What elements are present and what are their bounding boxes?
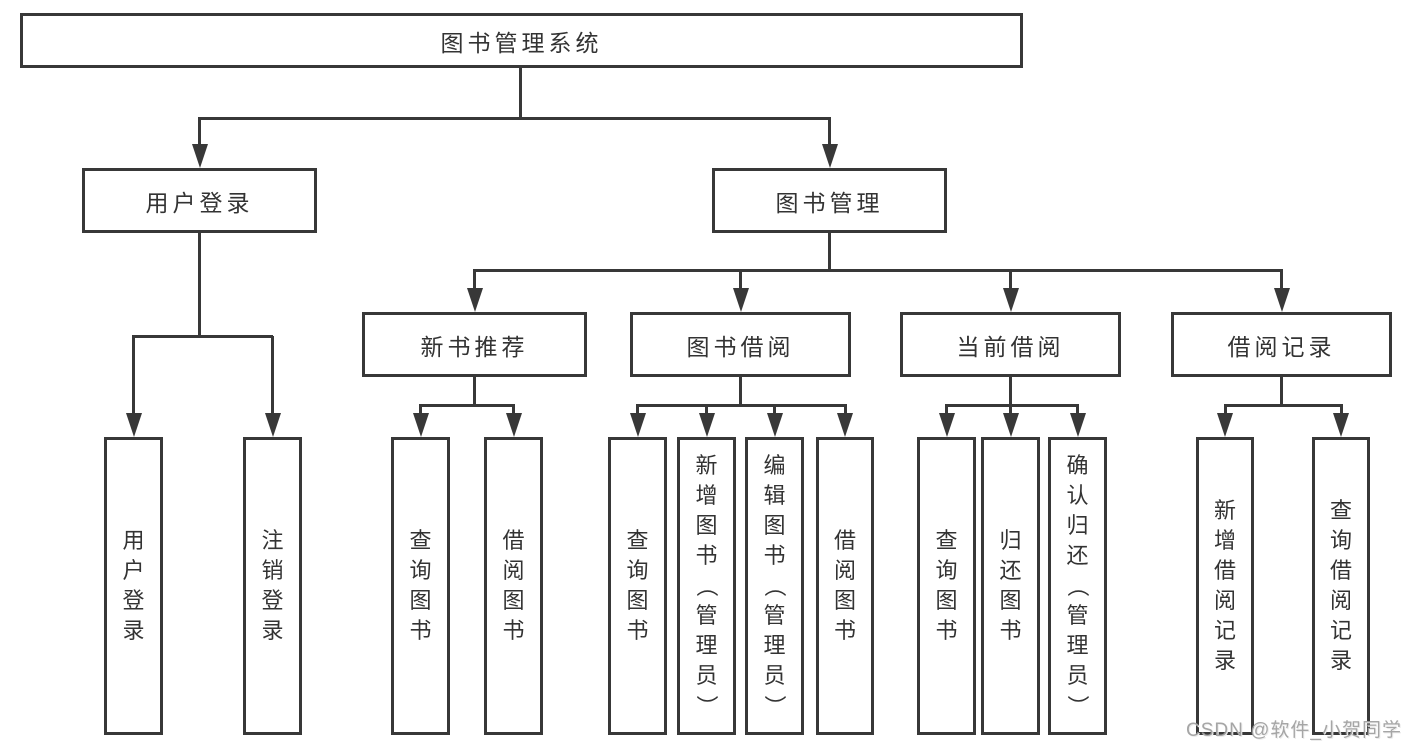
arrow-down-icon bbox=[733, 288, 749, 312]
leaf-borrow-books: 借阅图书 bbox=[816, 437, 874, 735]
arrow-down-icon bbox=[822, 144, 838, 168]
leaf-query-books-borrow: 查询图书 bbox=[608, 437, 667, 735]
connector-vline bbox=[1340, 406, 1343, 415]
connector-vline bbox=[473, 270, 476, 290]
node-book-borrowing: 图书借阅 bbox=[630, 312, 851, 377]
connector-vline bbox=[1280, 377, 1283, 406]
arrow-down-icon bbox=[467, 288, 483, 312]
connector-vline bbox=[844, 406, 847, 415]
arrow-down-icon bbox=[1333, 413, 1349, 437]
node-book-borrowing-label: 图书借阅 bbox=[686, 333, 795, 360]
connector-vline bbox=[473, 377, 476, 406]
arrow-down-icon bbox=[1070, 413, 1086, 437]
arrow-down-icon bbox=[1217, 413, 1233, 437]
node-new-book-recommendation: 新书推荐 bbox=[362, 312, 587, 377]
connector-vline bbox=[1009, 377, 1012, 406]
connector-vline bbox=[1009, 406, 1012, 415]
node-root-label: 图书管理系统 bbox=[440, 29, 603, 56]
connector-hline bbox=[198, 117, 831, 120]
leaf-query-books-recommend: 查询图书 bbox=[391, 437, 450, 735]
connector-vline bbox=[828, 118, 831, 146]
node-current-borrowing-label: 当前借阅 bbox=[956, 333, 1065, 360]
leaf-confirm-return-admin: 确认归还（管理员） bbox=[1048, 437, 1107, 735]
arrow-down-icon bbox=[1003, 288, 1019, 312]
connector-vline bbox=[1280, 270, 1283, 290]
leaf-logout-login: 注销登录 bbox=[243, 437, 302, 735]
leaf-add-books-admin: 新增图书（管理员） bbox=[677, 437, 736, 735]
connector-vline bbox=[132, 336, 135, 414]
leaf-borrow-books-recommend: 借阅图书 bbox=[484, 437, 543, 735]
connector-vline bbox=[828, 233, 831, 270]
leaf-return-books: 归还图书 bbox=[981, 437, 1040, 735]
connector-hline bbox=[945, 404, 1079, 407]
leaf-edit-books-admin: 编辑图书（管理员） bbox=[745, 437, 804, 735]
connector-vline bbox=[1009, 270, 1012, 290]
connector-hline bbox=[636, 404, 847, 407]
arrow-down-icon bbox=[699, 413, 715, 437]
connector-hline bbox=[419, 404, 515, 407]
node-borrowing-records-label: 借阅记录 bbox=[1227, 333, 1336, 360]
arrow-down-icon bbox=[767, 413, 783, 437]
connector-vline bbox=[945, 406, 948, 415]
connector-vline bbox=[198, 118, 201, 146]
arrow-down-icon bbox=[1003, 413, 1019, 437]
arrow-down-icon bbox=[265, 413, 281, 437]
connector-vline bbox=[198, 233, 201, 336]
connector-vline bbox=[739, 270, 742, 290]
node-borrowing-records: 借阅记录 bbox=[1171, 312, 1392, 377]
connector-vline bbox=[636, 406, 639, 415]
connector-vline bbox=[1224, 406, 1227, 415]
arrow-down-icon bbox=[630, 413, 646, 437]
node-new-book-recommendation-label: 新书推荐 bbox=[420, 333, 529, 360]
arrow-down-icon bbox=[506, 413, 522, 437]
connector-vline bbox=[519, 68, 522, 118]
node-book-management-label: 图书管理 bbox=[775, 189, 884, 216]
leaf-query-borrow-record: 查询借阅记录 bbox=[1312, 437, 1370, 735]
connector-vline bbox=[773, 406, 776, 415]
connector-vline bbox=[271, 336, 274, 414]
connector-hline bbox=[132, 335, 273, 338]
arrow-down-icon bbox=[1274, 288, 1290, 312]
arrow-down-icon bbox=[939, 413, 955, 437]
node-user-login: 用户登录 bbox=[82, 168, 317, 233]
leaf-query-books-current: 查询图书 bbox=[917, 437, 976, 735]
node-user-login-label: 用户登录 bbox=[145, 189, 254, 216]
connector-vline bbox=[1076, 406, 1079, 415]
connector-hline bbox=[473, 269, 1283, 272]
connector-vline bbox=[705, 406, 708, 415]
connector-vline bbox=[419, 406, 422, 415]
arrow-down-icon bbox=[837, 413, 853, 437]
watermark: CSDN @软件_小贺同学 bbox=[1186, 720, 1402, 741]
node-current-borrowing: 当前借阅 bbox=[900, 312, 1121, 377]
arrow-down-icon bbox=[192, 144, 208, 168]
node-root: 图书管理系统 bbox=[20, 13, 1023, 68]
connector-vline bbox=[739, 377, 742, 406]
connector-hline bbox=[1224, 404, 1343, 407]
leaf-user-login: 用户登录 bbox=[104, 437, 163, 735]
node-book-management: 图书管理 bbox=[712, 168, 947, 233]
connector-vline bbox=[512, 406, 515, 415]
arrow-down-icon bbox=[413, 413, 429, 437]
leaf-add-borrow-record: 新增借阅记录 bbox=[1196, 437, 1254, 735]
arrow-down-icon bbox=[126, 413, 142, 437]
